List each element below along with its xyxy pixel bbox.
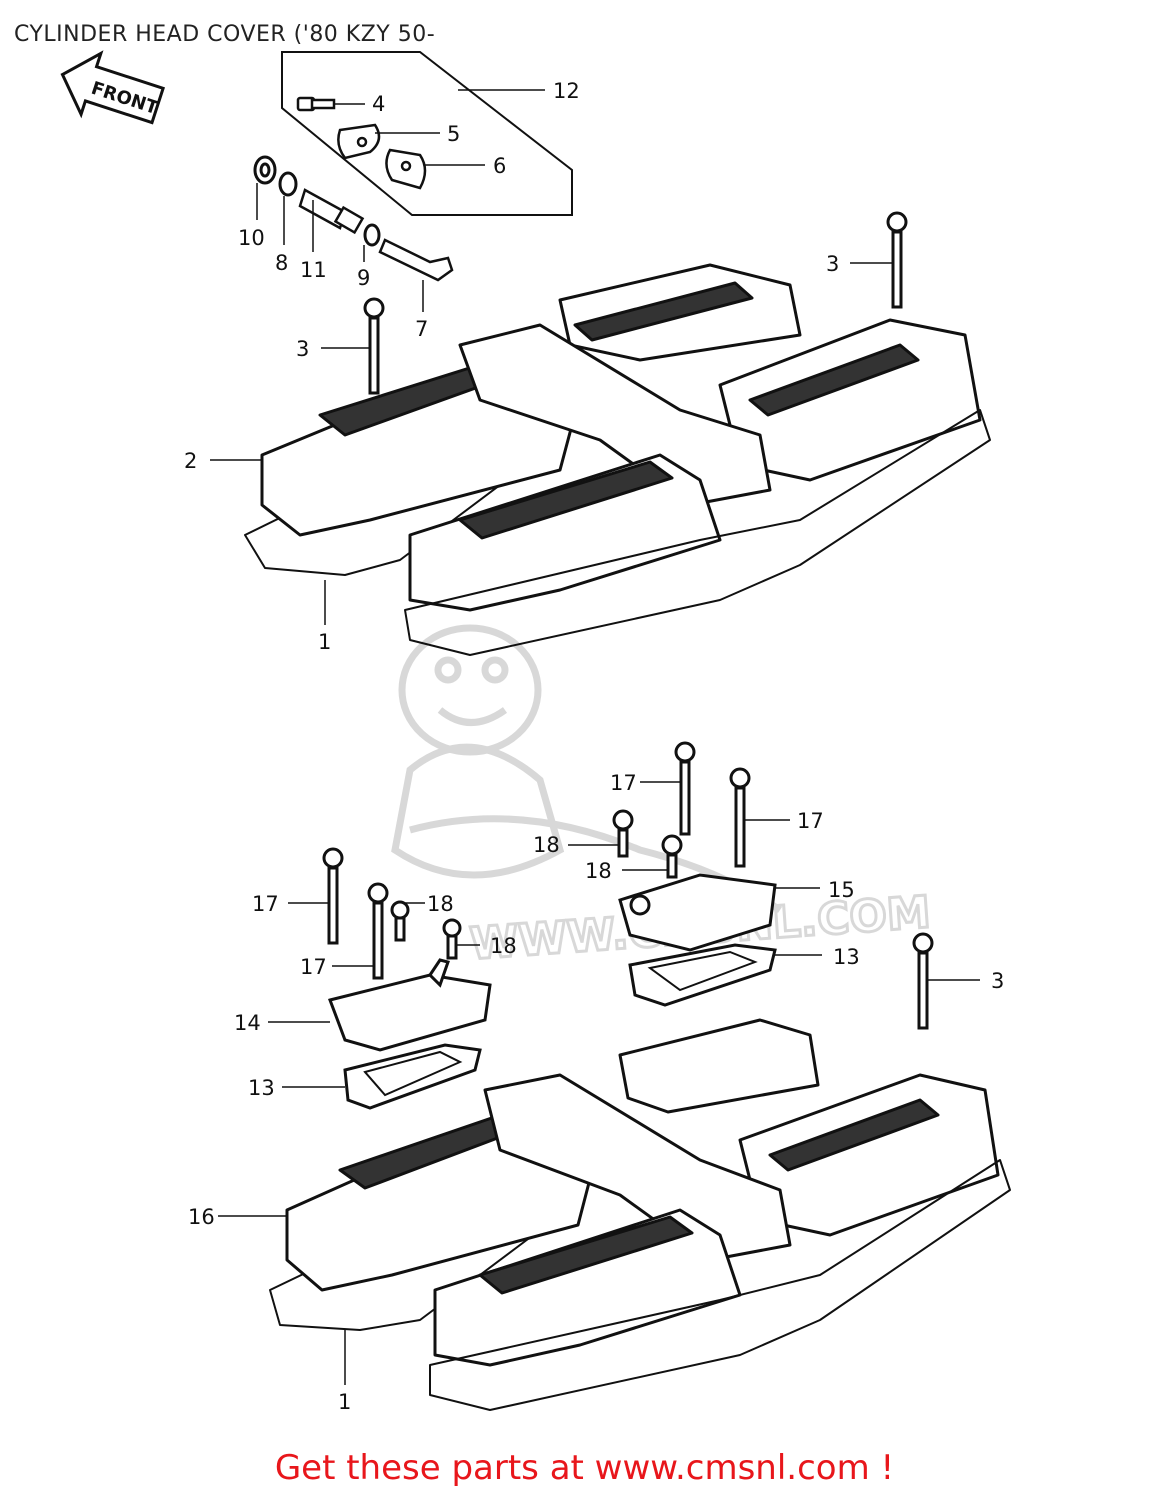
callout-17-d: 17 (300, 955, 327, 979)
callout-18-b: 18 (585, 859, 612, 883)
callout-17-a: 17 (610, 771, 637, 795)
callout-13-left: 13 (248, 1076, 275, 1100)
bolt-group (322, 211, 934, 1030)
callout-17-b: 17 (797, 809, 824, 833)
callout-11: 11 (300, 258, 327, 282)
page-title: CYLINDER HEAD COVER ('80 KZY 50- (14, 22, 436, 47)
callout-9: 9 (357, 266, 370, 290)
part-group-12 (281, 51, 573, 216)
callout-5: 5 (447, 122, 460, 146)
part-7-plug (378, 238, 454, 282)
callout-1-top: 1 (318, 630, 331, 654)
callout-1-bottom: 1 (338, 1390, 351, 1414)
part-14-cap (328, 958, 492, 1052)
callout-15: 15 (828, 878, 855, 902)
callout-16: 16 (188, 1205, 215, 1229)
callout-13-right: 13 (833, 945, 860, 969)
callout-7: 7 (415, 317, 428, 341)
front-arrow-icon: FRONT (60, 50, 166, 125)
callout-14: 14 (234, 1011, 261, 1035)
callout-17-c: 17 (252, 892, 279, 916)
callout-3-top-right: 3 (826, 252, 839, 276)
part-15-cap (618, 873, 777, 952)
part-11-fitting (298, 188, 365, 235)
callout-2: 2 (184, 449, 197, 473)
part-10-seal (253, 155, 277, 185)
part-13-gasket-right (628, 943, 777, 1007)
callout-3-bottom: 3 (991, 969, 1004, 993)
leader-lines (210, 89, 980, 1385)
part-8-oring (278, 171, 298, 197)
callout-18-c: 18 (427, 892, 454, 916)
part-4-bolt (296, 96, 336, 112)
callout-18-d: 18 (490, 934, 517, 958)
top-cylinder-head-cover (244, 263, 991, 656)
part-9-oring (363, 223, 381, 247)
callout-8: 8 (275, 251, 288, 275)
part-5-plate (337, 123, 381, 160)
callout-4: 4 (372, 92, 385, 116)
callout-18-a: 18 (533, 833, 560, 857)
callout-3-top-left: 3 (296, 337, 309, 361)
callout-12: 12 (553, 79, 580, 103)
callout-6: 6 (493, 154, 506, 178)
part-13-gasket-left (343, 1043, 482, 1110)
footer-parts-link[interactable]: Get these parts at www.cmsnl.com ! (274, 1448, 895, 1488)
bottom-cylinder-head-cover (269, 1018, 1011, 1411)
part-6-plate (385, 148, 427, 190)
callout-10: 10 (238, 226, 265, 250)
